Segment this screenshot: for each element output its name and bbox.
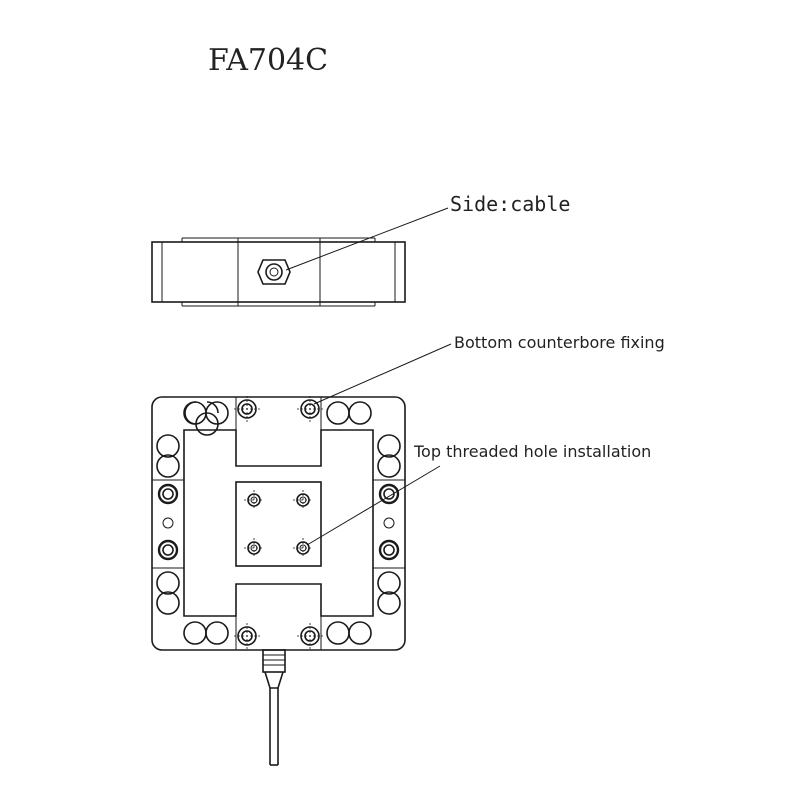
counterbore-holes xyxy=(234,396,323,649)
top-threaded-callout: Top threaded hole installation xyxy=(306,442,651,546)
drawing-title: FA704C xyxy=(208,43,328,78)
slot-lobes-bottom xyxy=(183,621,372,645)
center-plate xyxy=(235,481,322,567)
bottom-counterbore-callout: Bottom counterbore fixing xyxy=(313,333,665,405)
top-threaded-label: Top threaded hole installation xyxy=(413,442,651,461)
top-view xyxy=(151,396,406,766)
side-mount-holes xyxy=(157,483,400,561)
slot-lobes-right xyxy=(377,434,401,615)
cable-icon xyxy=(262,649,286,766)
side-cable-label: Side:cable xyxy=(450,192,570,216)
slot-lobes-left xyxy=(156,434,180,615)
slot-lobes-top xyxy=(183,401,372,436)
top-view-plate xyxy=(151,396,406,651)
threaded-holes xyxy=(244,490,313,558)
side-view xyxy=(151,237,406,307)
cable-connector-icon xyxy=(257,259,291,285)
side-cable-callout: Side:cable xyxy=(285,192,570,271)
bottom-counterbore-label: Bottom counterbore fixing xyxy=(454,333,665,352)
side-view-body xyxy=(151,241,406,303)
